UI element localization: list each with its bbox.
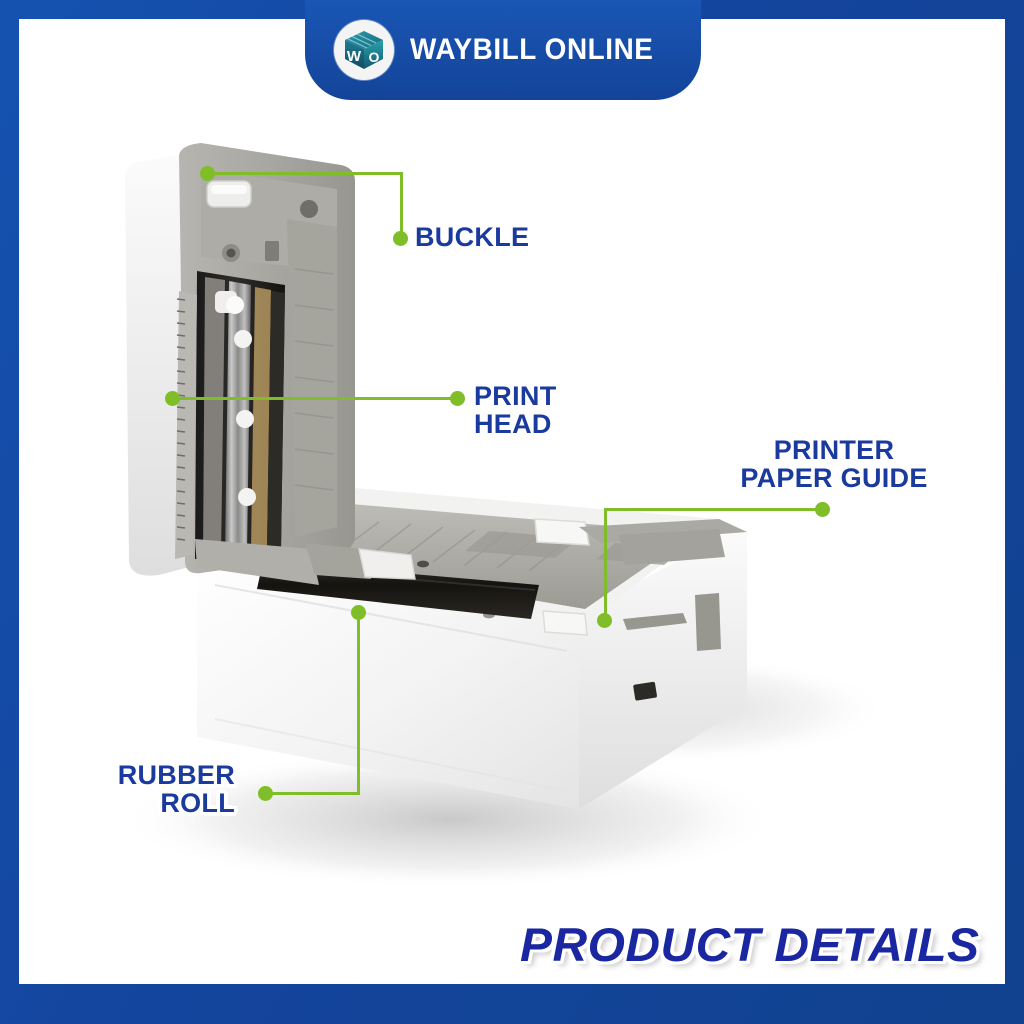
- callout-rubber-roll-dot-label: [258, 786, 273, 801]
- callout-buckle-label: BUCKLE: [415, 222, 530, 252]
- product-image: [19, 19, 1005, 985]
- callout-paper-guide-line-h: [604, 508, 822, 511]
- svg-text:W: W: [347, 48, 362, 65]
- callout-buckle-dot-anchor: [200, 166, 215, 181]
- brand-name: WAYBILL ONLINE: [410, 33, 654, 66]
- brand-header: W O WAYBILL ONLINE: [305, 0, 701, 100]
- callout-paper-guide-dot-label: [815, 502, 830, 517]
- callout-print-head-dot-label: [450, 391, 465, 406]
- callout-buckle-dot-label: [393, 231, 408, 246]
- product-details-title: PRODUCT DETAILS: [520, 918, 980, 971]
- callout-buckle-line-h: [207, 172, 403, 175]
- svg-text:O: O: [369, 49, 380, 65]
- callout-rubber-roll-dot-anchor: [351, 605, 366, 620]
- callout-buckle-line-v: [400, 172, 403, 238]
- callout-paper-guide-dot-anchor: [597, 613, 612, 628]
- waybill-online-package-logo-icon: W O: [334, 20, 395, 80]
- callout-print-head-dot-anchor: [165, 391, 180, 406]
- callout-paper-guide-line-v: [604, 508, 607, 620]
- callout-print-head-line-h: [172, 397, 457, 400]
- callout-print-head-label: PRINT HEAD: [474, 381, 557, 439]
- callout-rubber-roll-label: RUBBER ROLL: [117, 760, 235, 818]
- callout-rubber-roll-line-v: [357, 612, 360, 794]
- callout-paper-guide-label: PRINTER PAPER GUIDE: [740, 435, 928, 493]
- callout-rubber-roll-line-h: [265, 792, 360, 795]
